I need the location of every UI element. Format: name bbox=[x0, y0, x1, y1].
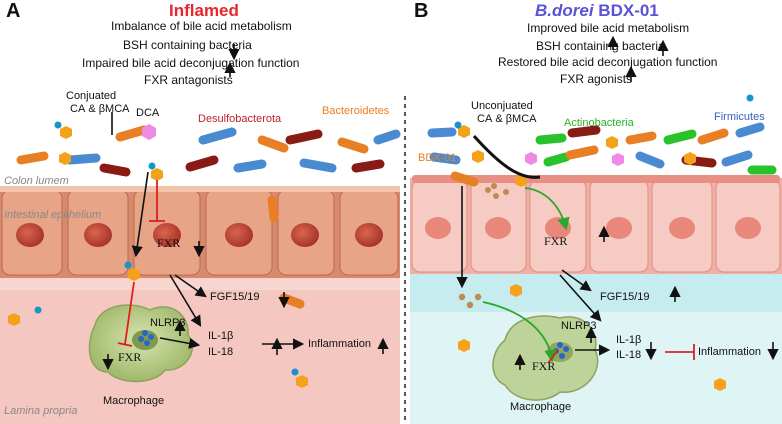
label-conjugated-species: CA & βMCA bbox=[70, 103, 130, 115]
label-desulfobacterota: Desulfobacterota bbox=[198, 113, 282, 125]
label-colon-lumen: Colon lumem bbox=[4, 175, 69, 187]
panel-b-line-1: Improved bile acid metabolism bbox=[527, 21, 690, 35]
pink-hexagons-b bbox=[525, 152, 624, 166]
label-fxr-epithelial-b: FXR bbox=[544, 234, 568, 248]
label-actinobacteria: Actinobacteria bbox=[564, 117, 634, 129]
label-unconjugated: Unconjuated bbox=[471, 100, 533, 112]
label-inflammation-b: Inflammation bbox=[698, 346, 761, 358]
label-intestinal-epithelium: Intestinal epithelium bbox=[4, 209, 102, 221]
label-il1b-a: IL-1β bbox=[208, 330, 234, 342]
panel-b-title: B.dorei BDX-01 bbox=[535, 1, 659, 21]
label-il18-b: IL-18 bbox=[616, 349, 642, 361]
label-conjugated: Conjuated bbox=[66, 90, 117, 102]
inhibit-lines-b bbox=[547, 344, 695, 364]
label-firmicutes: Firmicutes bbox=[714, 111, 765, 123]
panel-b-letter: B bbox=[414, 0, 429, 22]
label-unconjugated-species: CA & βMCA bbox=[477, 113, 537, 125]
label-fxr-macrophage-b: FXR bbox=[532, 359, 556, 373]
label-nlrp3-b: NLRP3 bbox=[561, 320, 597, 332]
arrows-a bbox=[102, 44, 389, 371]
epithelium-b bbox=[410, 175, 782, 274]
panel-b-title-species: B.dorei bbox=[535, 1, 594, 20]
label-fxr-epithelial-a: FXR bbox=[157, 236, 181, 250]
label-nlrp3-a: NLRP3 bbox=[150, 317, 186, 329]
panel-a-letter: A bbox=[6, 0, 21, 22]
bile-acid-hexagons-b bbox=[458, 125, 726, 391]
inhibit-lines-a bbox=[117, 180, 165, 347]
label-inflammation-a: Inflammation bbox=[308, 338, 371, 350]
conjugate-dot-b bbox=[454, 121, 462, 129]
panel-a-line-2: BSH containing bacteria bbox=[123, 38, 252, 52]
panel-a-line-3: Impaired bile acid deconjugation functio… bbox=[82, 56, 300, 70]
arrows-b bbox=[456, 35, 779, 370]
label-macrophage-a: Macrophage bbox=[103, 395, 165, 407]
panel-a-line-4: FXR antagonists bbox=[144, 73, 233, 87]
panel-b-title-strain: BDX-01 bbox=[598, 1, 659, 20]
macrophage-a bbox=[88, 304, 193, 383]
label-fgf-b: FGF15/19 bbox=[600, 291, 650, 303]
bacteria-a bbox=[16, 125, 401, 309]
conjugate-dots-a bbox=[34, 121, 299, 376]
label-fgf-a: FGF15/19 bbox=[210, 291, 260, 303]
panel-b-line-3: Restored bile acid deconjugation functio… bbox=[498, 55, 718, 69]
label-bdx01: BDX-01 bbox=[418, 152, 457, 164]
panel-b-line-2: BSH containing bacteria bbox=[536, 39, 665, 53]
label-macrophage-b: Macrophage bbox=[510, 401, 572, 413]
label-fxr-macrophage-a: FXR bbox=[118, 350, 142, 364]
panel-b-line-4: FXR agonists bbox=[560, 72, 633, 86]
label-il1b-b: IL-1β bbox=[616, 334, 642, 346]
lamina-propria-bg-a bbox=[0, 285, 400, 424]
label-il18-a: IL-18 bbox=[208, 346, 234, 358]
metabolite-dots-b bbox=[458, 183, 509, 309]
epithelium-a bbox=[0, 186, 400, 278]
green-arrows-b bbox=[482, 187, 570, 363]
label-lamina-propria: Lamina propria bbox=[4, 405, 78, 417]
dca-hexagon bbox=[142, 124, 156, 140]
panel-a-title: Inflamed bbox=[169, 1, 239, 20]
label-dca: DCA bbox=[136, 107, 160, 119]
panel-a-line-1: Imbalance of bile acid metabolism bbox=[111, 19, 292, 33]
label-bacteroidetes: Bacteroidetes bbox=[322, 105, 390, 117]
